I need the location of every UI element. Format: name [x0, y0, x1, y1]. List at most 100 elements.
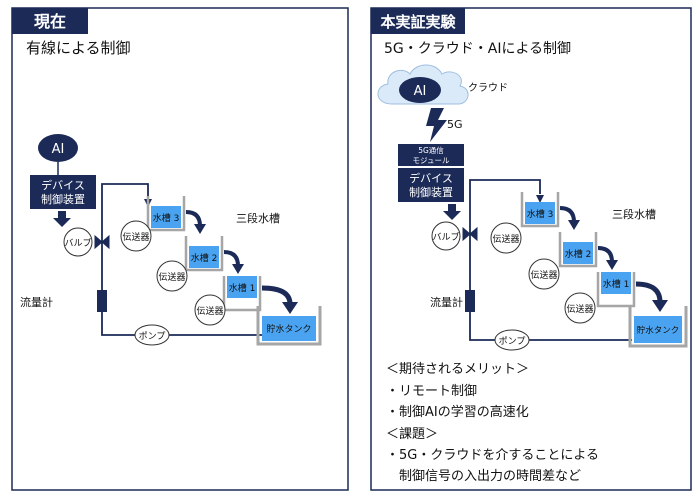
- device-controller: [30, 175, 96, 209]
- transmitter-right-2-label: 伝送器: [530, 269, 557, 281]
- panel-left-header: 現在: [34, 12, 66, 31]
- module-label-2: モジュール: [413, 156, 450, 165]
- overflow-arrow-right-1-icon: [652, 300, 668, 312]
- panel-left: 現在 有線による制御 AI デバイス 制御装置 バルブ 流量計 ポンプ 水槽 3: [11, 7, 349, 491]
- overflow-arrow-1: [261, 285, 293, 305]
- overflow-arrow-right-1: [635, 281, 663, 303]
- note-line-0: ＜期待されるメリット＞: [386, 362, 529, 377]
- tank2-right-water: [563, 242, 593, 264]
- pump-label: ポンプ: [139, 331, 166, 342]
- device-controller-right: [398, 168, 464, 202]
- storage-frame: [256, 306, 322, 346]
- transmitter-3: [120, 220, 152, 252]
- pump-right-circle: [494, 329, 530, 351]
- overflow-arrow-2: [223, 250, 240, 267]
- control-arrow-icon: [53, 211, 71, 227]
- storage-right-frame: [628, 306, 688, 348]
- flowmeter-icon: [97, 290, 107, 312]
- notes-block: ＜期待されるメリット＞ ・リモート制御 ・制御AIの学習の高速化 ＜課題＞ ・5…: [386, 362, 599, 484]
- tank1-frame: [222, 276, 262, 312]
- tank1-right-water: [601, 272, 631, 294]
- tank2-right-frame: [558, 232, 598, 268]
- device-label-1: デバイス: [41, 178, 85, 192]
- module-label-1: 5G通信: [418, 145, 444, 155]
- overflow-arrow-right-3: [559, 206, 576, 223]
- valve-right-label: バルブ: [432, 231, 459, 243]
- valve-label-circle: [63, 227, 93, 257]
- note-line-3: ＜課題＞: [386, 426, 438, 442]
- flowmeter-right-label: 流量計: [430, 295, 463, 309]
- transmitter-right-1: [564, 292, 596, 324]
- tank3-right-frame: [520, 192, 560, 228]
- tank2-water: [189, 246, 219, 268]
- overflow-arrow-2-icon: [232, 264, 244, 274]
- flowmeter-right-icon: [465, 290, 475, 312]
- tank1-water: [227, 276, 257, 298]
- panel-right-frame: [370, 7, 692, 491]
- tank1-right-label: 水槽 1: [603, 278, 630, 290]
- note-line-4: ・5G・クラウドを介することによる: [386, 448, 599, 463]
- pump-circle: [134, 324, 170, 346]
- transmitter-1-label: 伝送器: [196, 305, 223, 317]
- panel-right: 本実証実験 5G・クラウド・AIによる制御 AI クラウド 5G 5G通信 モジ…: [370, 7, 692, 491]
- tank2-label: 水槽 2: [191, 252, 218, 264]
- overflow-arrow-1-icon: [282, 302, 298, 314]
- cloud-label: クラウド: [468, 82, 508, 94]
- wireless-bolt-icon: [426, 108, 447, 142]
- tank3-label: 水槽 3: [153, 212, 180, 224]
- transmitter-right-1-label: 伝送器: [566, 303, 593, 315]
- overflow-arrow-right-2-icon: [606, 260, 618, 270]
- fiveg-module: [398, 144, 464, 166]
- transmitter-2-label: 伝送器: [158, 271, 185, 283]
- ai-label: AI: [52, 142, 65, 157]
- panel-left-header-bg: [12, 8, 88, 34]
- panel-right-subtitle: 5G・クラウド・AIによる制御: [384, 41, 571, 57]
- tank3-right-water: [525, 202, 555, 224]
- storage-label: 貯水タンク: [266, 323, 311, 335]
- tank3-water: [151, 206, 181, 228]
- panel-right-header-bg: [371, 8, 465, 34]
- tank1-label: 水槽 1: [229, 282, 256, 294]
- overflow-arrow-right-2: [597, 246, 614, 263]
- cloud-ai-node: [399, 77, 441, 103]
- tank3-right-label: 水槽 3: [527, 208, 554, 220]
- transmitter-1: [194, 294, 226, 326]
- storage-right-water: [634, 316, 682, 343]
- note-line-1: ・リモート制御: [386, 384, 477, 399]
- three-stage-right-label: 三段水槽: [612, 207, 656, 221]
- supply-pipe: [101, 183, 149, 242]
- fiveg-label: 5G: [447, 118, 463, 131]
- supply-arrow-right-icon: [536, 195, 544, 203]
- flowmeter-label: 流量計: [20, 295, 53, 309]
- three-stage-label: 三段水槽: [236, 211, 280, 225]
- storage-water: [262, 316, 316, 341]
- pump-right-label: ポンプ: [499, 336, 526, 347]
- transmitter-right-3-label: 伝送器: [492, 233, 519, 245]
- valve-right-label-circle: [431, 221, 461, 251]
- panel-left-frame: [11, 7, 349, 491]
- transmitter-2: [156, 260, 188, 292]
- transmitter-right-2: [528, 258, 560, 290]
- overflow-arrow-3: [185, 210, 202, 227]
- note-line-5: 制御信号の入出力の時間差など: [386, 469, 581, 484]
- valve-right-icon: [462, 226, 478, 242]
- device-right-label-2: 制御装置: [409, 185, 453, 199]
- overflow-arrow-3-icon: [194, 224, 206, 234]
- supply-pipe-right: [469, 179, 541, 234]
- storage-right-label: 貯水タンク: [637, 325, 680, 336]
- transmitter-right-3: [490, 222, 522, 254]
- device-label-2: 制御装置: [41, 192, 85, 206]
- valve-label: バルブ: [64, 237, 91, 249]
- return-pipe-right: [469, 234, 632, 341]
- cloud-ai-label: AI: [414, 84, 427, 99]
- note-line-2: ・制御AIの学習の高速化: [386, 404, 529, 420]
- return-pipe: [101, 242, 262, 336]
- panel-right-header: 本実証実験: [380, 13, 456, 31]
- control-arrow-right-icon: [443, 204, 461, 220]
- ai-node: [38, 134, 78, 162]
- overflow-arrow-right-3-icon: [568, 220, 580, 230]
- tank2-right-label: 水槽 2: [565, 248, 592, 260]
- tank3-frame: [146, 196, 186, 232]
